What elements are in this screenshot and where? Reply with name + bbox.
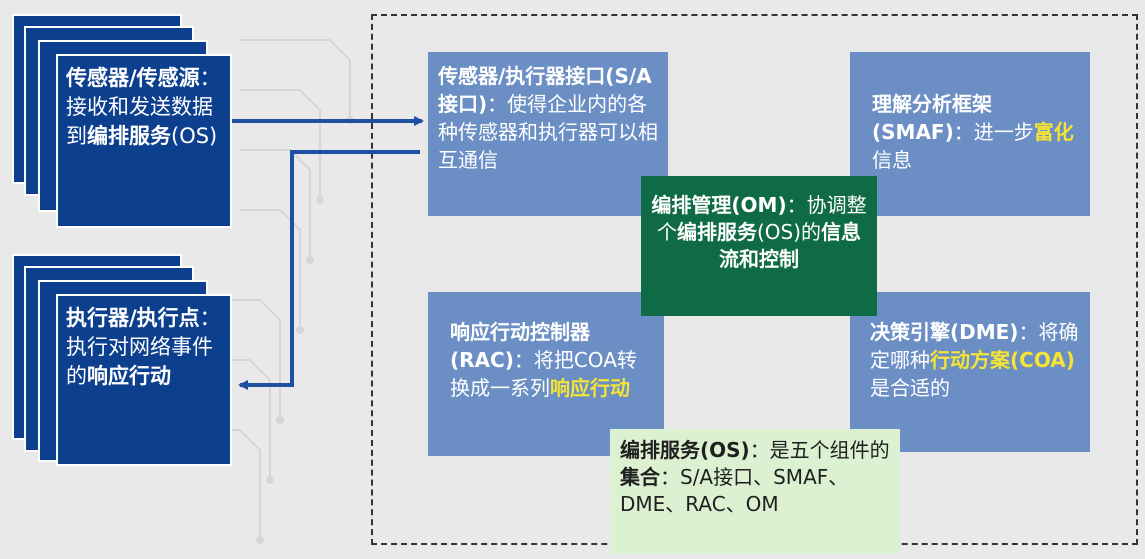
om-title: 编排管理(OM) bbox=[651, 193, 787, 217]
os-note-set: 集合 bbox=[620, 465, 660, 489]
actuator-point-text: ：执行对网络事件的 bbox=[66, 306, 221, 388]
dme-box: 决策引擎(DME)：将确定哪种行动方案(COA) 是合适的 bbox=[850, 292, 1090, 452]
smaf-title: 理解分析框架(SMAF) bbox=[872, 92, 992, 144]
smaf-box: 理解分析框架(SMAF)：进一步富化信息 bbox=[850, 52, 1090, 216]
sensor-source-tail: (OS) bbox=[171, 124, 218, 148]
actuator-point-card: 执行器/执行点：执行对网络事件的响应行动 bbox=[56, 294, 232, 466]
sensor-source-text: ：接收和发送数据到 bbox=[66, 66, 221, 148]
sa-interface-title: 传感器/执行器接口(S/A接口) bbox=[438, 64, 652, 116]
dme-highlight: 行动方案(COA) bbox=[930, 348, 1075, 372]
dme-text: ：将确定哪种 bbox=[870, 320, 1079, 372]
dme-tail: 是合适的 bbox=[870, 376, 950, 400]
om-scope: 信息流和控制 bbox=[719, 220, 862, 271]
sa-interface-text: ：使得企业内的各种传感器和执行器可以相互通信 bbox=[438, 92, 658, 172]
os-note-tail: ：S/A接口、SMAF、DME、RAC、OM bbox=[620, 465, 849, 516]
smaf-highlight: 富化 bbox=[1033, 120, 1074, 144]
smaf-tail: 信息 bbox=[872, 148, 912, 172]
rac-title: 响应行动控制器(RAC) bbox=[450, 320, 590, 372]
sensor-source-title: 传感器/传感源 bbox=[66, 66, 200, 90]
rac-text: ：将把COA转换成一系列 bbox=[450, 348, 637, 400]
actuator-point-title: 执行器/执行点 bbox=[66, 306, 200, 330]
smaf-text: ：进一步 bbox=[953, 120, 1034, 144]
sensor-source-target: 编排服务 bbox=[87, 124, 171, 148]
om-box: 编排管理(OM)：协调整个编排服务(OS)的信息流和控制 bbox=[641, 176, 877, 316]
rac-box: 响应行动控制器(RAC)：将把COA转换成一系列响应行动 bbox=[428, 292, 664, 456]
actuator-point-action: 响应行动 bbox=[87, 364, 171, 388]
os-definition-note: 编排服务(OS)：是五个组件的集合：S/A接口、SMAF、DME、RAC、OM bbox=[610, 429, 900, 554]
dme-title: 决策引擎(DME) bbox=[870, 320, 1019, 344]
rac-highlight: 响应行动 bbox=[550, 376, 630, 400]
om-mid: (OS)的 bbox=[756, 220, 822, 244]
os-note-text: ：是五个组件的 bbox=[749, 438, 890, 462]
om-target: 编排服务 bbox=[676, 220, 757, 244]
os-note-title: 编排服务(OS) bbox=[620, 438, 750, 462]
sensor-source-card: 传感器/传感源：接收和发送数据到编排服务(OS) bbox=[56, 54, 232, 228]
om-text: ：协调整个 bbox=[656, 193, 867, 244]
sa-interface-box: 传感器/执行器接口(S/A接口)：使得企业内的各种传感器和执行器可以相互通信 bbox=[428, 52, 668, 216]
